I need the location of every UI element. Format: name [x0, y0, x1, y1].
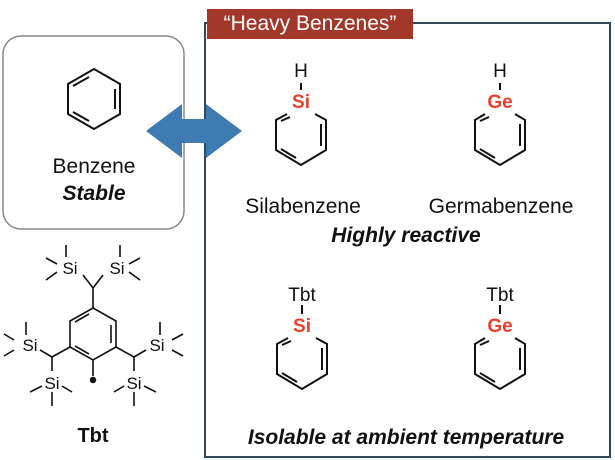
tbt-silabenzene-si-atom: Si	[293, 316, 311, 337]
tbt-germabenzene-tbt-label: Tbt	[486, 285, 514, 306]
germabenzene-label: Germabenzene	[428, 195, 574, 218]
tbt-si-top-right: Si	[109, 259, 125, 278]
germabenzene-h-atom: H	[493, 61, 507, 82]
tbt-structure	[3, 245, 184, 406]
radical-dot	[89, 376, 97, 384]
silabenzene-label: Silabenzene	[245, 195, 361, 218]
silabenzene-structure	[275, 83, 327, 167]
double-arrow-icon	[146, 104, 242, 158]
tbt-germabenzene-structure	[474, 305, 526, 391]
benzene-label: Benzene	[52, 155, 136, 178]
tbt-germabenzene-ge-atom: Ge	[487, 316, 513, 337]
tbt-si-left-upper: Si	[22, 336, 38, 355]
tbt-si-right-lower: Si	[126, 374, 142, 393]
tbt-si-left-lower: Si	[44, 374, 60, 393]
tbt-silabenzene-tbt-label: Tbt	[288, 285, 316, 306]
silabenzene-h-atom: H	[294, 61, 308, 82]
heavy-benzenes-banner: “Heavy Benzenes”	[207, 9, 413, 39]
tbt-silabenzene-structure	[276, 305, 328, 391]
tbt-si-top-left: Si	[62, 259, 78, 278]
tbt-label: Tbt	[77, 425, 109, 447]
benzene-ring	[67, 67, 121, 131]
row1-property: Highly reactive	[331, 224, 481, 247]
silabenzene-si-atom: Si	[292, 92, 310, 113]
benzene-property: Stable	[62, 182, 126, 205]
germabenzene-structure	[474, 83, 526, 167]
germabenzene-ge-atom: Ge	[487, 92, 513, 113]
tbt-si-right-upper: Si	[149, 336, 165, 355]
row2-property: Isolable at ambient temperature	[247, 426, 565, 449]
